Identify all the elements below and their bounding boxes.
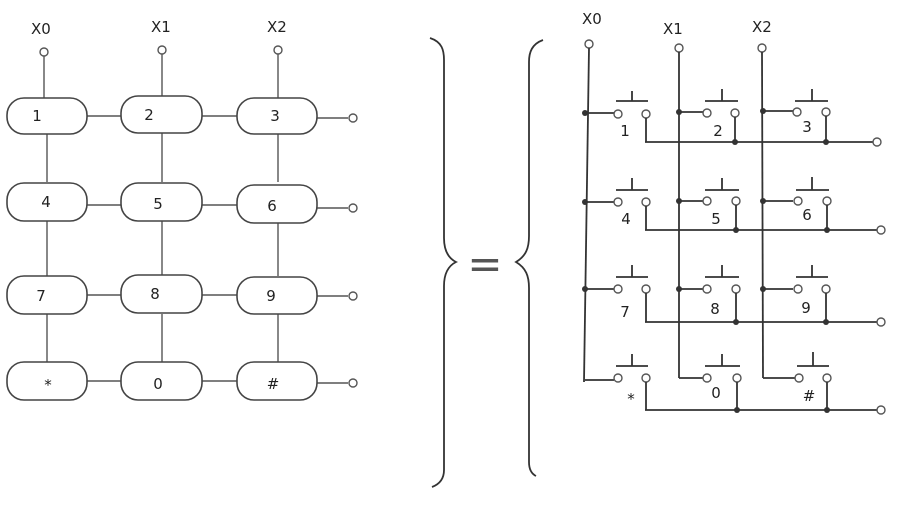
equals-sign: = — [467, 239, 502, 288]
left-column-label-x1: X1 — [151, 18, 171, 36]
switch-7: 7 — [582, 265, 651, 322]
svg-text:6: 6 — [267, 197, 277, 215]
switch-0: 0 — [679, 354, 742, 413]
equivalence-braces: = — [429, 37, 544, 488]
left-horizontal-wires — [87, 113, 358, 388]
svg-text:0: 0 — [153, 375, 163, 393]
left-key-3: 3 — [236, 97, 318, 135]
svg-text:*: * — [627, 390, 635, 408]
svg-text:1: 1 — [620, 122, 630, 140]
svg-text:6: 6 — [802, 206, 812, 224]
right-column-buses — [583, 39, 767, 383]
switch-1: 1 — [582, 91, 651, 142]
right-column-label-x0: X0 — [582, 10, 602, 28]
svg-text:5: 5 — [711, 210, 721, 228]
switch-star: * — [585, 354, 651, 410]
left-key-6: 6 — [236, 184, 318, 224]
right-curly-brace — [429, 37, 459, 488]
svg-text:9: 9 — [266, 287, 276, 305]
switch-hash: # — [763, 352, 832, 413]
switch-6: 6 — [760, 177, 832, 233]
left-key-8: 8 — [120, 274, 203, 314]
svg-text:8: 8 — [150, 285, 160, 303]
svg-text:3: 3 — [270, 107, 280, 125]
svg-text:2: 2 — [144, 106, 154, 124]
svg-text:8: 8 — [710, 300, 720, 318]
switch-4: 4 — [582, 178, 651, 230]
left-vertical-wires — [46, 133, 279, 362]
svg-text:#: # — [267, 375, 280, 393]
svg-text:1: 1 — [32, 107, 42, 125]
right-column-label-x1: X1 — [663, 20, 683, 38]
switch-8: 8 — [676, 265, 741, 325]
right-switch-schematic: X0 X1 X2 — [582, 10, 886, 415]
right-column-label-x2: X2 — [752, 18, 772, 36]
left-key-star: * — [6, 361, 88, 401]
left-key-4: 4 — [6, 182, 88, 222]
left-curly-brace — [514, 39, 544, 477]
left-column-label-x2: X2 — [267, 18, 287, 36]
svg-text:*: * — [44, 376, 52, 394]
svg-text:0: 0 — [711, 384, 721, 402]
left-key-1: 1 — [6, 97, 88, 135]
svg-text:4: 4 — [41, 193, 51, 211]
left-keypad: X0 X1 X2 — [6, 18, 358, 401]
svg-text:2: 2 — [713, 122, 723, 140]
switch-3: 3 — [760, 89, 831, 145]
left-key-0: 0 — [120, 361, 203, 401]
left-key-5: 5 — [120, 182, 203, 222]
switch-2: 2 — [676, 89, 740, 145]
left-column-terminals — [39, 45, 283, 100]
svg-text:3: 3 — [802, 118, 812, 136]
svg-text:4: 4 — [621, 210, 631, 228]
switch-5: 5 — [676, 178, 741, 233]
left-column-label-x0: X0 — [31, 20, 51, 38]
svg-text:5: 5 — [153, 195, 163, 213]
left-key-2: 2 — [120, 95, 203, 134]
switch-9: 9 — [760, 265, 831, 325]
svg-text:7: 7 — [36, 287, 46, 305]
left-key-7: 7 — [6, 275, 88, 315]
right-row-buses — [645, 137, 886, 415]
left-key-hash: # — [236, 361, 318, 401]
svg-text:7: 7 — [620, 303, 630, 321]
svg-text:#: # — [803, 387, 816, 405]
left-key-9: 9 — [236, 276, 318, 315]
svg-text:9: 9 — [801, 299, 811, 317]
